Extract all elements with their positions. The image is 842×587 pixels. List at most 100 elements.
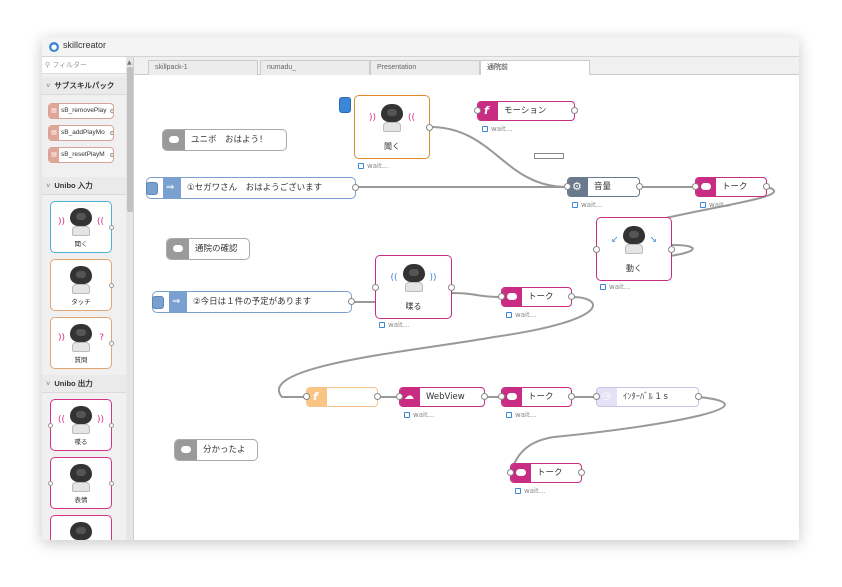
listen-trigger-button[interactable] <box>339 97 351 113</box>
output-port[interactable] <box>481 393 488 400</box>
scroll-up-arrow-icon[interactable]: ▲ <box>127 59 132 66</box>
palette-node-label: sB_removePlay <box>61 107 107 114</box>
listen-node[interactable]: ))(( 聞く <box>354 95 433 159</box>
function-node[interactable] <box>303 387 381 407</box>
speak-node[interactable]: (()) 喋る <box>372 255 455 319</box>
output-port[interactable] <box>568 393 575 400</box>
input-port[interactable] <box>474 107 481 114</box>
motion-function-node[interactable]: モーション <box>474 101 578 121</box>
input-port[interactable] <box>507 469 514 476</box>
wire <box>429 126 568 188</box>
palette-node-question[interactable]: ))? 質問 <box>50 317 114 369</box>
robot-icon: ))(( <box>58 208 104 236</box>
talk-node[interactable]: トーク <box>507 463 585 483</box>
sidebar-scrollbar[interactable]: ▲ <box>126 57 133 540</box>
status-text: wait... <box>367 162 389 170</box>
input-port[interactable] <box>564 183 571 190</box>
palette-node-label: 表情 <box>74 496 88 504</box>
robot-face-icon <box>67 464 95 492</box>
output-port[interactable] <box>571 107 578 114</box>
palette-node-touch[interactable]: タッチ <box>50 259 114 311</box>
input-port[interactable] <box>372 284 379 291</box>
node-label: トーク <box>722 182 748 192</box>
output-port[interactable] <box>374 393 381 400</box>
palette-node-speak[interactable]: (()) 喋る <box>48 399 114 451</box>
palette-node-listen[interactable]: ))(( 聞く <box>50 201 114 253</box>
input-port[interactable] <box>593 393 600 400</box>
palette-node-subskill[interactable]: ▤sB_addPlayMo <box>48 125 114 141</box>
output-port[interactable] <box>352 184 359 191</box>
status-text: wait... <box>413 411 435 419</box>
search-icon: ⚲ <box>45 62 51 69</box>
status-indicator-icon <box>404 412 410 418</box>
section-label: サブスキルパック <box>54 81 115 90</box>
scroll-thumb[interactable] <box>127 67 133 212</box>
talk-node[interactable]: トーク <box>498 387 575 407</box>
interval-node[interactable]: ｲﾝﾀｰﾊﾞﾙ 1 s <box>593 387 702 407</box>
comment-node[interactable]: 分かったよ <box>174 439 258 461</box>
output-port <box>109 481 114 486</box>
inject-trigger-button[interactable] <box>152 296 164 309</box>
palette-node-subskill[interactable]: ▤sB_resetPlayM <box>48 147 114 163</box>
output-port[interactable] <box>668 246 675 253</box>
section-header-input[interactable]: ˅Unibo 入力 <box>42 177 126 195</box>
talk-node[interactable]: トーク <box>692 177 770 197</box>
output-port <box>110 131 113 135</box>
status-text: wait... <box>388 321 410 329</box>
webview-node[interactable]: WebView <box>396 387 488 407</box>
speech-bubble-icon <box>175 440 197 460</box>
status-text: wait... <box>709 201 731 209</box>
flow-canvas[interactable]: ユニボ おはよう！ 通院の確認 分かったよ ①セガワさん おはようございます ②… <box>134 75 799 540</box>
arrow-right-icon <box>169 292 187 312</box>
input-port[interactable] <box>498 293 505 300</box>
node-status: wait... <box>506 311 536 320</box>
link-node[interactable] <box>534 153 564 159</box>
filter-input[interactable]: ⚲ フィルター <box>42 57 126 74</box>
inject-node[interactable]: ①セガワさん おはようございます <box>146 177 359 199</box>
inject-node[interactable]: ②今日は１件の予定があります <box>152 291 355 313</box>
volume-node[interactable]: 音量 <box>564 177 643 197</box>
palette-node-subskill[interactable]: ▤sB_removePlay <box>48 103 114 119</box>
inject-trigger-button[interactable] <box>146 182 158 195</box>
node-label: WebView <box>426 392 465 402</box>
palette-node-expression[interactable]: 表情 <box>48 457 114 509</box>
section-header-subskill[interactable]: ˅サブスキルパック <box>42 77 126 95</box>
comment-node[interactable]: 通院の確認 <box>166 238 250 260</box>
status-text: wait... <box>515 411 537 419</box>
output-port[interactable] <box>636 183 643 190</box>
wire <box>278 296 594 398</box>
output-port <box>109 225 114 230</box>
talk-node[interactable]: トーク <box>498 287 575 307</box>
robot-question-icon: ))? <box>58 324 104 352</box>
function-icon <box>307 388 327 406</box>
output-port[interactable] <box>348 298 355 305</box>
output-port[interactable] <box>578 469 585 476</box>
output-port[interactable] <box>695 393 702 400</box>
input-port[interactable] <box>498 393 505 400</box>
input-port[interactable] <box>593 246 600 253</box>
palette-sidebar: ⚲ フィルター ▲ ˅サブスキルパック ▤sB_removePlay ▤sB_a… <box>42 57 134 540</box>
output-port[interactable] <box>448 284 455 291</box>
output-port[interactable] <box>763 183 770 190</box>
input-port[interactable] <box>692 183 699 190</box>
input-port[interactable] <box>303 393 310 400</box>
output-port <box>109 283 114 288</box>
comment-node[interactable]: ユニボ おはよう！ <box>162 129 287 151</box>
node-label: 聞く <box>384 142 400 151</box>
section-header-output[interactable]: ˅Unibo 出力 <box>42 375 126 393</box>
node-status: wait... <box>515 487 545 496</box>
input-port[interactable] <box>396 393 403 400</box>
robot-touch-icon <box>67 266 95 294</box>
tab-numadu[interactable]: numadu_ <box>260 60 370 75</box>
tab-skillpack-1[interactable]: skillpack-1 <box>148 60 258 75</box>
output-port[interactable] <box>426 124 433 131</box>
tab-hospital-visit[interactable]: 通院前 <box>480 60 590 76</box>
robot-speak-icon: (()) <box>58 406 104 434</box>
output-port[interactable] <box>568 293 575 300</box>
output-port <box>109 341 114 346</box>
node-status: wait... <box>482 125 512 134</box>
tab-presentation[interactable]: Presentation <box>370 60 480 75</box>
robot-speak-icon: (()) <box>391 264 437 292</box>
palette-node-move[interactable] <box>50 515 112 540</box>
move-node[interactable]: ↙↘ 動く <box>593 217 675 281</box>
